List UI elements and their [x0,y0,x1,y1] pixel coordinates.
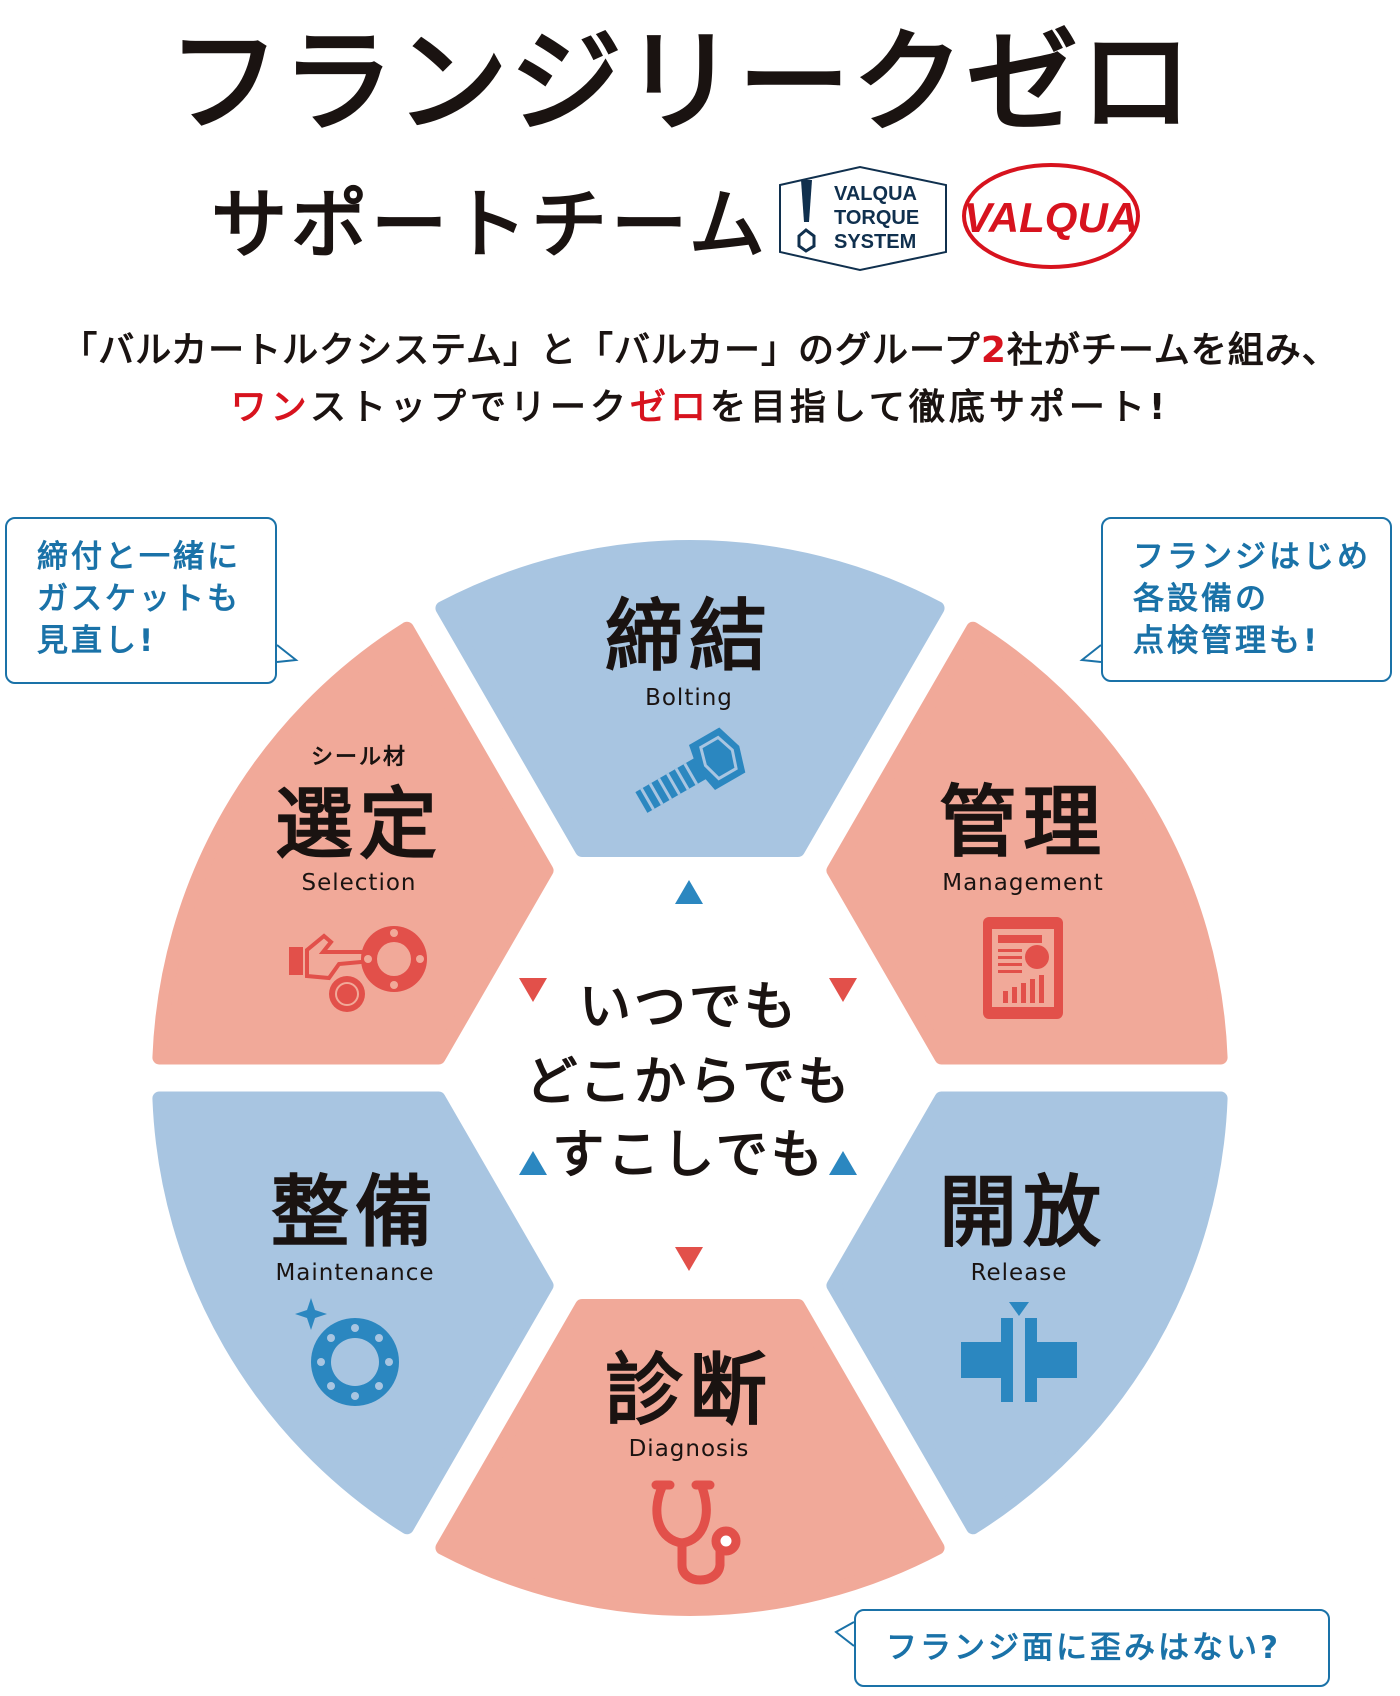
page-title: フランジリークゼロ [168,18,1194,148]
tagline-text: 社がチームを組み、 [1006,330,1339,371]
triangle-down-icon [675,1247,703,1271]
segment-selection-prefix: シール材 [310,745,408,770]
tagline-highlight: ワン [230,387,310,428]
callout-text: フランジはじめ [1133,539,1371,575]
page-subtitle: サポートチーム [211,180,769,269]
segment-selection-en: Selection [301,870,417,896]
triangle-up-icon [519,1151,547,1175]
center-line-2: どこからでも [525,1052,853,1113]
gasket-ring-icon [295,1298,399,1406]
tagline-text: 「バルカートルクシステム」と「バルカー」のグループ [61,330,981,371]
segment-selection-label: 選定 [274,780,444,870]
sparkle-icon [295,1298,327,1330]
triangle-down-icon [519,978,547,1002]
center-line-3: すこしでも [552,1125,826,1186]
tagline-text: を目指して徹底サポート! [709,387,1170,428]
segment-diagnosis [435,1299,945,1616]
flange-open-icon [961,1302,1077,1402]
segment-release [826,1091,1228,1535]
valqua-torque-system-logo: VALQUA TORQUE SYSTEM [779,165,947,272]
bolt-icon [635,727,746,813]
segment-maintenance-en: Maintenance [275,1260,435,1286]
tagline-text: ストップでリーク [309,387,630,428]
triangle-up-icon [829,1151,857,1175]
callout-text: 各設備の [1133,581,1269,617]
stethoscope-icon [651,1480,741,1585]
valqua-logo: VALQUA [962,163,1140,269]
segment-bolting [435,540,945,857]
segment-selection [152,621,554,1065]
segment-diagnosis-en: Diagnosis [628,1436,750,1462]
callout-text: 締付と一緒に [37,539,241,575]
callout-text: ガスケットも [37,581,241,617]
segment-management [826,621,1228,1065]
segment-bolting-en: Bolting [645,685,733,711]
callout-text: 見直し! [37,623,157,659]
tagline-highlight: ゼロ [629,387,710,428]
segment-bolting-label: 締結 [604,592,774,682]
callout-text: 点検管理も! [1133,623,1321,659]
svg-text:VALQUA: VALQUA [964,194,1138,242]
triangle-up-icon [675,880,703,904]
tagline-line-1: 「バルカートルクシステム」と「バルカー」のグループ2社がチームを組み、 [61,321,1339,373]
callout-right: フランジはじめ 各設備の 点検管理も! [1101,517,1392,682]
svg-text:TORQUE: TORQUE [834,207,919,229]
center-line-1: いつでも [578,977,800,1038]
segment-maintenance [152,1091,554,1535]
segment-diagnosis-label: 診断 [604,1346,774,1436]
callout-bottom: フランジ面に歪みはない? [854,1609,1330,1687]
segment-release-en: Release [970,1260,1068,1286]
tablet-report-icon [983,917,1063,1019]
triangle-down-icon [829,978,857,1002]
tagline-line-2: ワンストップでリークゼロを目指して徹底サポート! [231,378,1170,430]
svg-text:SYSTEM: SYSTEM [834,231,916,253]
segment-maintenance-label: 整備 [270,1168,440,1258]
callout-tails [276,644,1102,1647]
direction-triangles [519,880,857,1271]
svg-text:VALQUA: VALQUA [834,183,917,205]
callout-left: 締付と一緒に ガスケットも 見直し! [5,517,277,684]
segment-management-en: Management [942,870,1104,896]
tagline-number: 2 [980,330,1007,371]
segment-management-label: 管理 [938,778,1108,868]
callout-text: フランジ面に歪みはない? [886,1630,1281,1666]
segment-release-label: 開放 [938,1168,1108,1258]
pointing-hand-gasket-icon [289,926,427,1012]
